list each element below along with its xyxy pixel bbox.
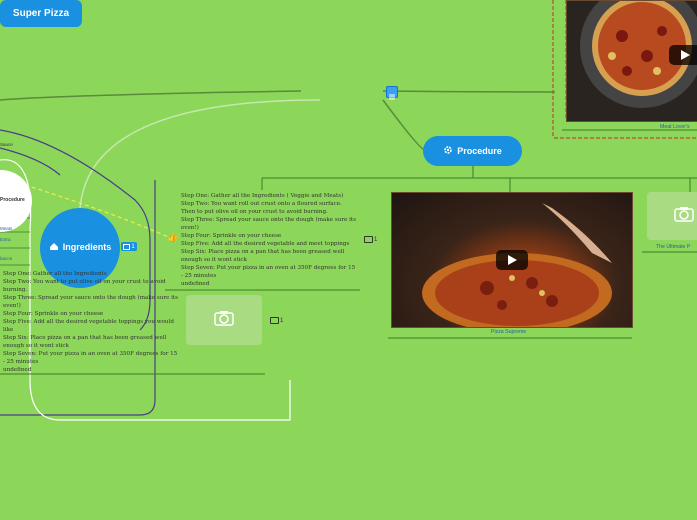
left-label-meats[interactable]: Meats (0, 226, 13, 231)
meat-lovers-caption: Meat Lover's (660, 124, 690, 130)
procedure-node[interactable]: Procedure (423, 136, 522, 166)
photo-comment-count: 1 (280, 317, 284, 324)
step-line: like (3, 327, 14, 333)
step-line: enough so it wont stick (3, 343, 69, 349)
camera-icon (214, 310, 234, 330)
photo-comment[interactable]: 1 (270, 317, 283, 324)
step-line: Step Two: You want to put olive oil on y… (3, 279, 166, 285)
steps-left-text[interactable]: Step One: Gather all the Ingredients Ste… (3, 270, 181, 374)
comment-icon (270, 317, 279, 324)
step-line: Step Seven: Put your pizza in an oven at… (181, 265, 356, 271)
step-line: Step Two: You want roll out crust onto a… (181, 201, 342, 207)
step-line: Step Five: Add all the desired vegetable… (181, 241, 350, 247)
left-label-bacon[interactable]: bacon (0, 256, 13, 261)
step-line: Step Three: Spread your sauce onto the d… (181, 217, 357, 223)
step-line: Step Four: Sprinkle on your cheese (3, 311, 104, 317)
step-line: undefined (181, 281, 210, 287)
procedure-circle-label: Procedure (0, 197, 25, 203)
step-line: enough so it wont stick (181, 257, 247, 263)
comment-icon (364, 236, 373, 243)
step-line: Step Four: Sprinkle on your cheese (181, 233, 282, 239)
step-line: Then to put olive oil on your crust to a… (181, 209, 328, 215)
ingredients-node-content: Ingredients (40, 238, 120, 256)
meat-lovers-video[interactable] (566, 0, 697, 122)
step-line: Step One: Gather all the Ingredients (3, 271, 107, 277)
camera-icon (674, 206, 694, 226)
left-label-sauce[interactable]: Sauce (0, 142, 13, 147)
left-label-extra[interactable]: Extra (0, 237, 11, 242)
notes-icon[interactable] (386, 86, 398, 100)
central-topic-label: Super Pizza (12, 8, 70, 19)
photo-placeholder[interactable] (186, 295, 262, 345)
step-line: - 25 minutes (181, 273, 217, 279)
gear-icon (443, 145, 453, 157)
comment-icon (123, 243, 131, 250)
steps-right-comment-count: 1 (374, 236, 378, 243)
step-line: Step Six: Place pizza on a pan that has … (3, 335, 167, 341)
step-line: Step Seven: Put your pizza in an oven at… (3, 351, 178, 357)
ingredients-comment-badge[interactable]: 1 (121, 242, 137, 251)
ultimate-photo-placeholder[interactable] (647, 192, 697, 240)
steps-right-comment[interactable]: 1 (364, 236, 377, 243)
step-line: Step One: Gather all the Ingredients ( V… (181, 193, 344, 199)
step-line: - 25 minutes (3, 359, 39, 365)
ingredients-comment-count: 1 (131, 243, 135, 250)
play-icon[interactable] (496, 250, 528, 270)
central-topic[interactable]: Super Pizza (0, 0, 82, 27)
step-line: Step Six: Place pizza on a pan that has … (181, 249, 345, 255)
procedure-label: Procedure (457, 146, 502, 156)
step-line: Step Five: Add all the desired vegetable… (3, 319, 174, 325)
ultimate-caption: The Ultimate P (656, 244, 691, 250)
thumbs-up-icon: 👍 (167, 233, 179, 243)
steps-right-text[interactable]: Step One: Gather all the Ingredients ( V… (181, 192, 361, 288)
home-icon (49, 242, 59, 253)
step-line: even!) (3, 303, 21, 309)
ingredients-label: Ingredients (62, 242, 112, 252)
step-line: undefined (3, 367, 32, 373)
step-line: burning. (3, 287, 28, 293)
pizza-video-caption: Pizza Supreme (491, 329, 527, 335)
pizza-video[interactable] (391, 192, 633, 328)
step-line: even!) (181, 225, 199, 231)
meat-pizza-image (580, 1, 697, 108)
step-line: Step Three: Spread your sauce onto the d… (3, 295, 179, 301)
pizza-image (422, 203, 612, 327)
play-icon[interactable] (669, 45, 697, 65)
